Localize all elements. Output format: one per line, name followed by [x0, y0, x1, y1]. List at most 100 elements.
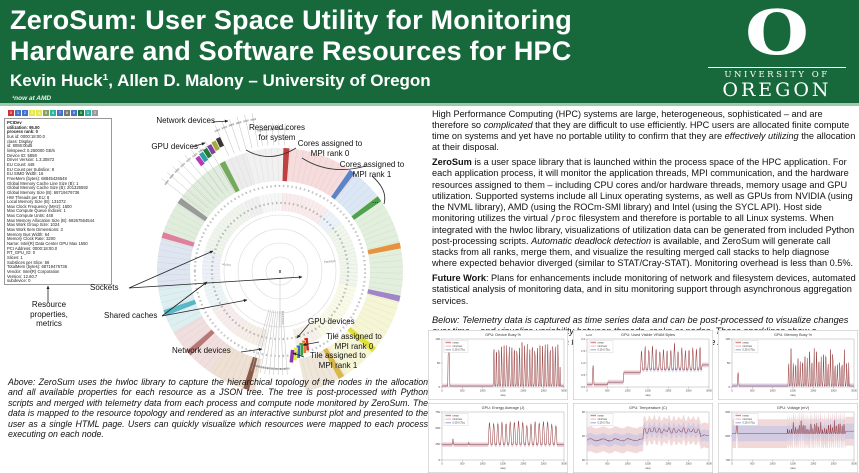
svg-text:8888: 8888 [163, 178, 170, 185]
annotation-arrow [161, 281, 208, 317]
figure-caption: Above: ZeroSum uses the hwloc library to… [8, 377, 428, 440]
svg-text:8888: 8888 [228, 122, 235, 128]
uo-o-logo-icon: O [745, 0, 809, 69]
sunburst-wedge [161, 164, 235, 248]
legend-label: mean [453, 342, 460, 345]
x-tick-label: 2500 [541, 462, 547, 466]
mean-line [587, 343, 709, 385]
property-line: Memory Bus Width: 64 [7, 231, 50, 237]
sunburst-highlight-arc [323, 347, 345, 379]
annotation-arrow [191, 142, 206, 148]
x-tick-label: 2500 [686, 462, 692, 466]
gpu-device-tile [206, 143, 217, 156]
sunburst-highlight-arc [331, 169, 355, 200]
label-ellipsis: ... [372, 196, 392, 206]
svg-text:Package: Package [324, 259, 336, 264]
property-line: Slices: 1 [7, 255, 23, 261]
property-line: Name: Intel(R) Data Center GPU Max 1550 [7, 241, 88, 247]
legend-swatch: 2 [22, 110, 28, 116]
label-cores-rank1-text: Cores assigned to [339, 160, 405, 169]
x-tick-label: 3000 [561, 389, 567, 393]
poster-header: ZeroSum: User Space Utility for Monitori… [0, 0, 859, 106]
x-tick-label: 2000 [665, 462, 671, 466]
property-line: Max Clock Frequency (MHz): 1600 [7, 203, 72, 209]
svg-text:8888: 8888 [250, 117, 257, 122]
y-tick-label: 50 [582, 410, 586, 414]
svg-text:0: 0 [279, 269, 282, 274]
svg-text:1e10: 1e10 [586, 333, 593, 337]
label-gpu-devices-bottom-text: GPU devices [308, 317, 355, 326]
y-tick-label: 500 [435, 426, 440, 430]
x-axis-label: step [645, 466, 651, 470]
x-tick-label: 3000 [851, 389, 857, 393]
annotation-arrow [128, 250, 214, 289]
legend-label: min/max [453, 345, 463, 348]
label-gpu-devices-top-text: GPU devices [151, 142, 198, 151]
text-segment: High Performance Computing (HPC) systems… [432, 109, 823, 131]
label-cores-rank1-text: MPI rank 1 [352, 169, 392, 179]
x-tick-label: 1000 [625, 389, 631, 393]
x-tick-label: 0 [586, 389, 588, 393]
text-segment: is available, and ZeroSum will generate … [432, 236, 854, 269]
abstract-paragraph: High Performance Computing (HPC) systems… [432, 109, 856, 153]
property-line: Device ID: 5858 [7, 152, 37, 158]
property-line: Max Work Group Size: 1024 [7, 222, 60, 228]
y-tick-label: 0 [438, 385, 440, 389]
legend-label: min/max [598, 345, 608, 348]
mean-line [732, 348, 854, 387]
text-segment: effectively utilizing [724, 131, 799, 142]
property-line: process rank: 0 [7, 129, 38, 135]
x-tick-label: 1500 [500, 389, 506, 393]
sunburst-highlight-arc [163, 299, 197, 316]
svg-text:8888: 8888 [275, 367, 281, 371]
sunburst-wedge [283, 148, 356, 201]
gpu-device-tile [210, 139, 221, 152]
gpu-device-tile [198, 151, 209, 163]
y-tick-label: 0.5 [581, 373, 585, 377]
svg-text:8 8 8 8 8 8: 8 8 8 8 8 8 [281, 311, 285, 325]
label-tile-rank0-text: Tile assigned to [326, 332, 382, 341]
text-segment: the allocation at their disposal. [432, 131, 856, 153]
y-tick-label: 40 [582, 434, 586, 438]
legend-label: mean [743, 342, 750, 345]
y-tick-label: 0 [728, 385, 730, 389]
annotation-arrow [240, 347, 263, 353]
property-line: PCIDev [7, 120, 22, 125]
mean-line [442, 421, 564, 445]
y-tick-label: 250 [435, 442, 440, 446]
sunburst-highlight-arc [351, 196, 382, 220]
x-tick-label: 0 [731, 462, 733, 466]
y-tick-label: 50 [437, 361, 441, 365]
label-network-devices-top: Network devices [133, 116, 215, 126]
sunburst-highlight-arc [243, 356, 258, 391]
legend-label: 0.25-0.75q [743, 349, 756, 352]
sunburst-wedge [298, 347, 346, 392]
x-tick-label: 1500 [645, 462, 651, 466]
svg-text:8888: 8888 [221, 124, 228, 130]
y-tick-label: 700 [725, 458, 730, 462]
mean-line [732, 416, 854, 434]
sunburst-wedge [335, 174, 377, 216]
sunburst-topology-figure: 8 8 8 8 8 8 8 8 8 8 8 8 8 8 8 8 8 8 8 8 … [46, 113, 403, 392]
y-tick-label: 750 [435, 410, 440, 414]
property-line: TotalMem (bytes): 68719476736 [7, 264, 68, 270]
y-tick-label: 100 [725, 337, 730, 341]
x-tick-label: 500 [605, 389, 610, 393]
property-line: bus id: 0000:18:00.0 [7, 133, 45, 139]
annotation-arrow [292, 352, 305, 358]
property-line: Max Memory Allocation Size (B): 68267564… [7, 217, 95, 223]
legend-label: 0.25-0.75q [598, 422, 611, 425]
text-segment: complicated [483, 120, 533, 131]
x-tick-label: 2000 [520, 462, 526, 466]
legend-swatch: 0 [8, 110, 14, 116]
sunburst-wedge [218, 152, 256, 194]
y-tick-label: 0 [438, 458, 440, 462]
x-tick-label: 500 [460, 389, 465, 393]
sunburst-wedge [350, 195, 403, 297]
